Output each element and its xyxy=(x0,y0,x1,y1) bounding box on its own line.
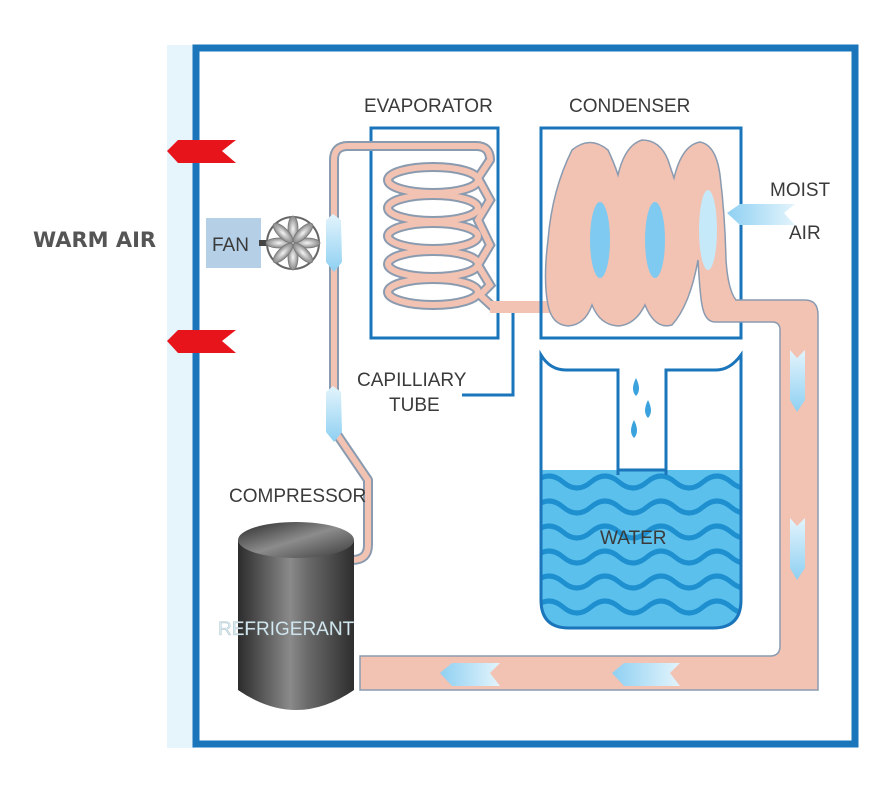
fan-box xyxy=(206,218,261,268)
capillary-label: CAPILLIARY xyxy=(357,370,467,391)
water-drop-icon xyxy=(631,378,651,438)
warm-air-arrow-bottom xyxy=(167,330,236,353)
refrigerant-label: REFRIGERANT xyxy=(218,619,355,640)
cool-flow-marker-2 xyxy=(326,386,342,442)
condenser-cool-spot-2 xyxy=(645,202,665,278)
fan-label: FAN xyxy=(212,235,249,256)
water-tank-outline xyxy=(539,349,743,630)
condenser-cool-spot-3 xyxy=(699,190,717,270)
warm-air-label: WARM AIR xyxy=(33,228,156,252)
water-label: WATER xyxy=(600,528,667,549)
fan-icon xyxy=(265,215,321,271)
compressor xyxy=(238,522,354,710)
evaporator-coil xyxy=(383,157,497,311)
moist-label: MOIST xyxy=(770,180,831,201)
capillary-tube-line xyxy=(462,305,515,397)
pipe-evaporator-to-condenser xyxy=(490,301,550,313)
condenser-box xyxy=(539,126,743,340)
condenser-label: CONDENSER xyxy=(569,96,690,117)
tube-label: TUBE xyxy=(389,395,440,416)
condenser-cool-spot-1 xyxy=(590,202,610,278)
warm-air-arrow-top xyxy=(167,140,236,163)
cool-flow-marker-5 xyxy=(440,663,500,686)
compressor-label: COMPRESSOR xyxy=(229,486,366,507)
fan-shaft xyxy=(259,240,267,246)
air-label: AIR xyxy=(789,223,821,244)
evaporator-box xyxy=(369,126,500,340)
condenser-coil xyxy=(359,139,819,691)
cool-flow-marker-6 xyxy=(612,663,680,686)
outer-frame xyxy=(192,44,859,748)
cool-flow-marker-1 xyxy=(326,214,342,272)
evaporator-label: EVAPORATOR xyxy=(364,96,493,117)
cool-flow-marker-3 xyxy=(790,350,805,412)
water-tank xyxy=(539,349,743,630)
moist-air-arrow xyxy=(727,204,795,225)
cool-flow-marker-4 xyxy=(790,518,805,580)
